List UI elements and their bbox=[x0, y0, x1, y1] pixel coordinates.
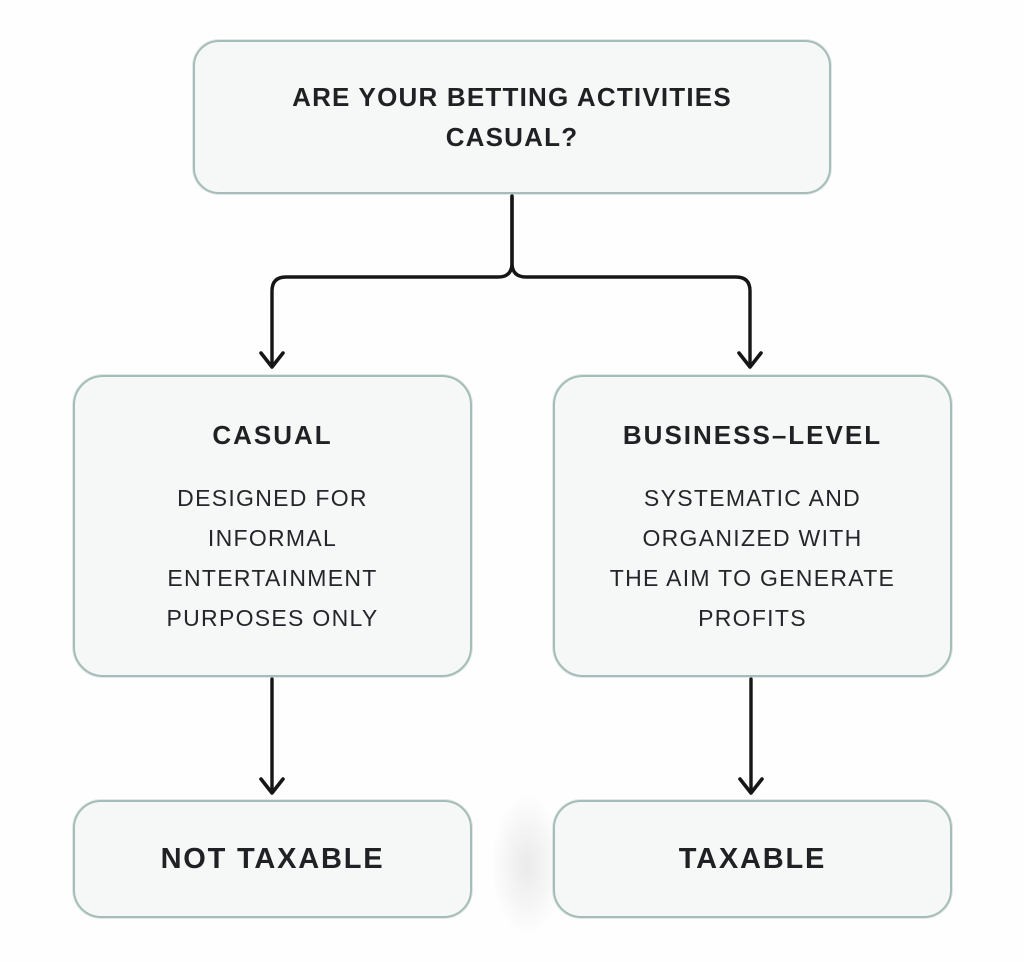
casual-description-line-1: DESIGNED FOR bbox=[177, 484, 368, 511]
root-question-line-1: ARE YOUR BETTING ACTIVITIES bbox=[292, 82, 732, 112]
node-root-question: ARE YOUR BETTING ACTIVITIES CASUAL? bbox=[193, 40, 831, 194]
business-description-line-4: PROFITS bbox=[698, 604, 807, 631]
node-not-taxable: NOT TAXABLE bbox=[73, 800, 472, 918]
casual-description-line-2: INFORMAL bbox=[207, 524, 338, 551]
casual-description-line-4: PURPOSES ONLY bbox=[166, 604, 379, 631]
node-casual: CASUAL DESIGNED FOR INFORMAL ENTERTAINME… bbox=[73, 375, 472, 677]
casual-title: CASUAL bbox=[212, 419, 333, 450]
arrowhead-casual bbox=[259, 351, 285, 369]
business-level-title: BUSINESS–LEVEL bbox=[622, 419, 883, 450]
node-business-level: BUSINESS–LEVEL SYSTEMATIC AND ORGANIZED … bbox=[553, 375, 952, 677]
business-level-description: SYSTEMATIC AND ORGANIZED WITH THE AIM TO… bbox=[610, 478, 895, 638]
taxable-label: TAXABLE bbox=[678, 842, 827, 875]
background-smudge bbox=[492, 795, 562, 935]
casual-description: DESIGNED FOR INFORMAL ENTERTAINMENT PURP… bbox=[166, 478, 378, 638]
arrowhead-taxable bbox=[738, 777, 764, 795]
root-question-line-2: CASUAL? bbox=[445, 122, 579, 152]
business-description-line-3: THE AIM TO GENERATE bbox=[609, 564, 896, 591]
connector-root-to-business bbox=[510, 194, 752, 365]
node-taxable: TAXABLE bbox=[553, 800, 952, 918]
arrowhead-business bbox=[737, 351, 763, 369]
business-description-line-1: SYSTEMATIC AND bbox=[643, 484, 862, 511]
arrowhead-not-taxable bbox=[259, 777, 285, 795]
not-taxable-label: NOT TAXABLE bbox=[160, 842, 385, 875]
business-description-line-2: ORGANIZED WITH bbox=[642, 524, 863, 551]
casual-description-line-3: ENTERTAINMENT bbox=[167, 564, 378, 591]
connector-root-to-casual bbox=[270, 194, 514, 365]
